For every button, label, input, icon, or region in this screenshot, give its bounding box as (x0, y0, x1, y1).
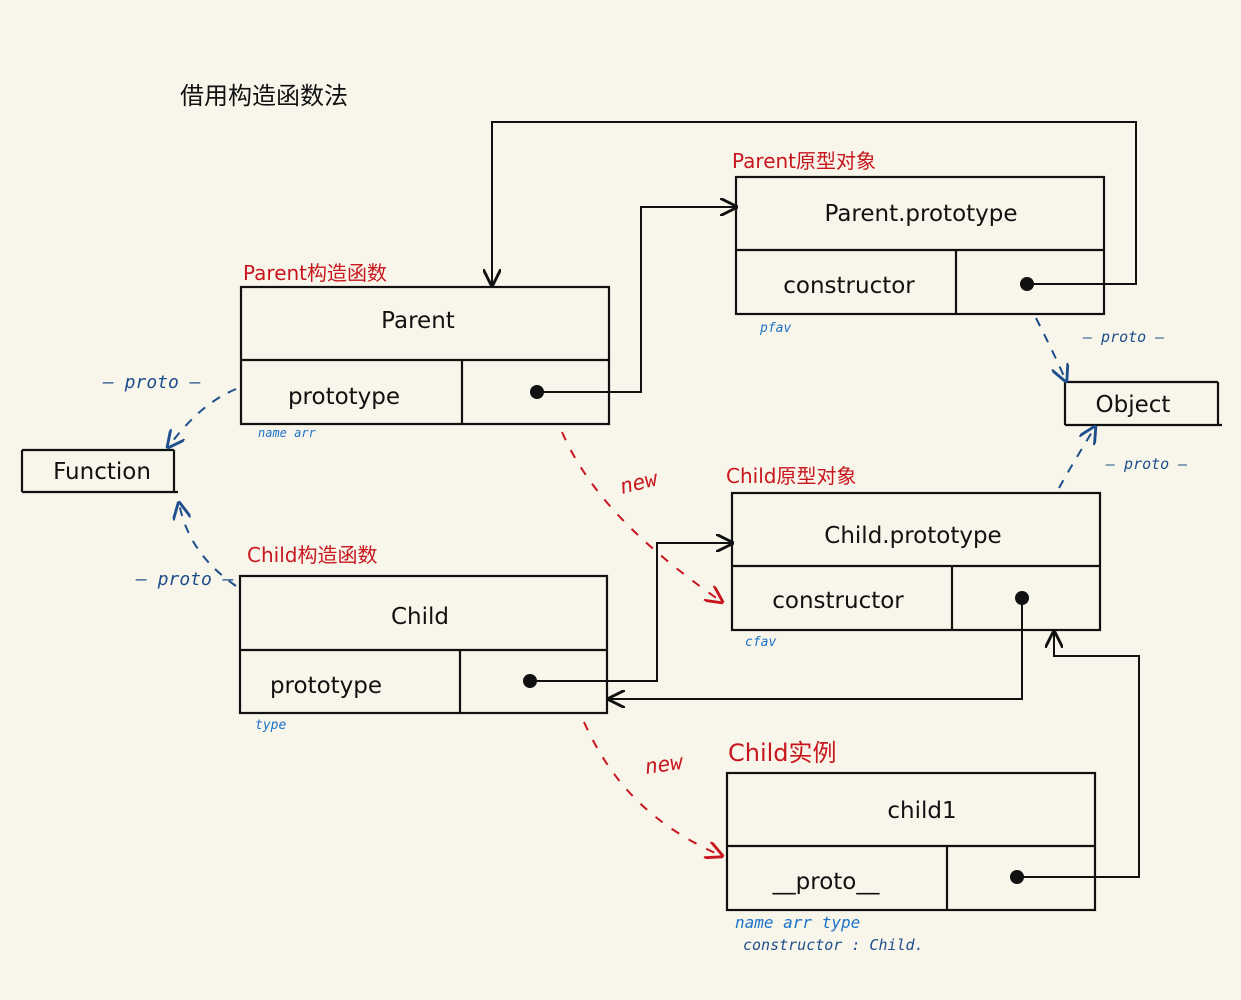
child1-box: child1 __proto__ (725, 771, 1097, 912)
annotation-child-props: type (255, 718, 286, 733)
child-title: Child (391, 604, 449, 630)
parent-box: Parent prototype (239, 285, 611, 426)
annotation-proto-parent-function: — proto — (102, 372, 201, 393)
child-prototype-title: Child.prototype (824, 523, 1001, 549)
new-link-child-to-child1 (583, 721, 722, 856)
annotation-new-parent: new (617, 466, 661, 499)
annotation-child-proto-props: cfav (745, 635, 776, 650)
child-prototype-constructor-cell: constructor (772, 588, 904, 614)
annotation-child1-constructor: constructor : Child. (743, 936, 924, 954)
arrow-child-constructor-to-child (609, 598, 1023, 699)
parent-prototype-title: Parent.prototype (824, 201, 1017, 227)
parent-prototype-cell: prototype (288, 384, 400, 410)
annotation-parent-props: name arr (258, 426, 317, 440)
proto-link-parent-to-function (168, 388, 237, 447)
parent-title: Parent (381, 308, 455, 334)
arrow-parent-prototype-to-parent-proto-object (537, 207, 736, 393)
label-child-instance: Child实例 (728, 739, 837, 767)
object-box: Object (1063, 380, 1222, 427)
arrow-child1-proto-to-child-prototype (1017, 632, 1140, 878)
label-parent-constructor: Parent构造函数 (243, 261, 387, 285)
proto-link-child-proto-to-object (1058, 427, 1095, 489)
label-child-proto-object: Child原型对象 (726, 464, 856, 488)
parent-prototype-constructor-cell: constructor (783, 273, 915, 299)
object-title: Object (1096, 392, 1171, 418)
annotation-parent-proto-props: pfav (759, 321, 791, 336)
child-prototype-box: Child.prototype constructor (730, 491, 1102, 632)
proto-link-child-to-function (179, 503, 237, 587)
child-prototype-cell: prototype (270, 673, 382, 699)
label-parent-proto-object: Parent原型对象 (732, 149, 876, 173)
function-title: Function (53, 459, 151, 485)
annotation-proto-parentproto-object: — proto — (1082, 328, 1164, 346)
new-link-parent-to-child-prototype (561, 431, 722, 602)
label-child-constructor: Child构造函数 (247, 543, 377, 567)
annotation-child1-props: name arr type (735, 913, 860, 932)
parent-prototype-box: Parent.prototype constructor (734, 175, 1106, 316)
annotation-proto-child-function: — proto — (135, 569, 234, 590)
annotation-proto-childproto-object: — proto — (1105, 455, 1187, 473)
diagram-title: 借用构造函数法 (180, 82, 348, 110)
child1-proto-cell: __proto__ (772, 869, 880, 895)
arrow-constructor-to-parent (492, 121, 1137, 285)
child1-title: child1 (887, 798, 956, 824)
arrow-child-prototype-to-child-proto-object (530, 543, 732, 682)
child-box: Child prototype (238, 574, 609, 715)
proto-link-parent-proto-to-object (1035, 317, 1066, 381)
annotation-new-child: new (643, 750, 685, 779)
function-box: Function (20, 448, 178, 494)
